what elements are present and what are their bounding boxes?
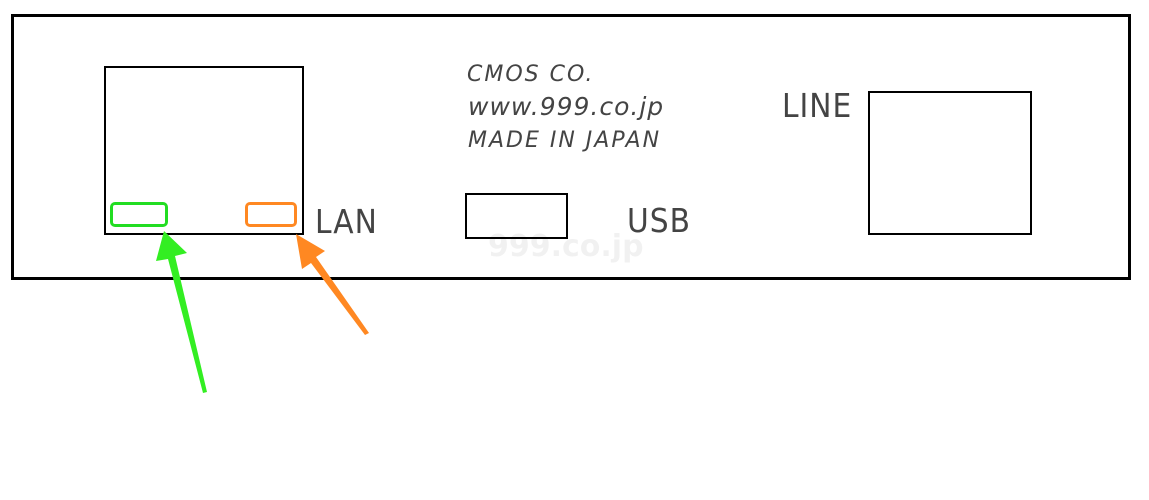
watermark: 999.co.jp: [488, 229, 644, 264]
line-label: LINE: [782, 86, 853, 125]
line-port: [868, 91, 1032, 235]
usb-label: USB: [627, 201, 691, 240]
rear-panel: [11, 14, 1131, 280]
lan-link-led-green: [110, 202, 168, 227]
lan-label: LAN: [315, 202, 378, 241]
maker-name: CMOS CO.: [467, 62, 595, 87]
green-arrow-icon: [156, 231, 207, 393]
maker-url: www.999.co.jp: [468, 92, 665, 121]
lan-activity-led-orange: [245, 202, 297, 227]
lan-port: [104, 66, 304, 235]
maker-origin: MADE IN JAPAN: [468, 128, 662, 153]
orange-arrow-icon: [296, 234, 369, 335]
usb-port: [465, 193, 568, 239]
